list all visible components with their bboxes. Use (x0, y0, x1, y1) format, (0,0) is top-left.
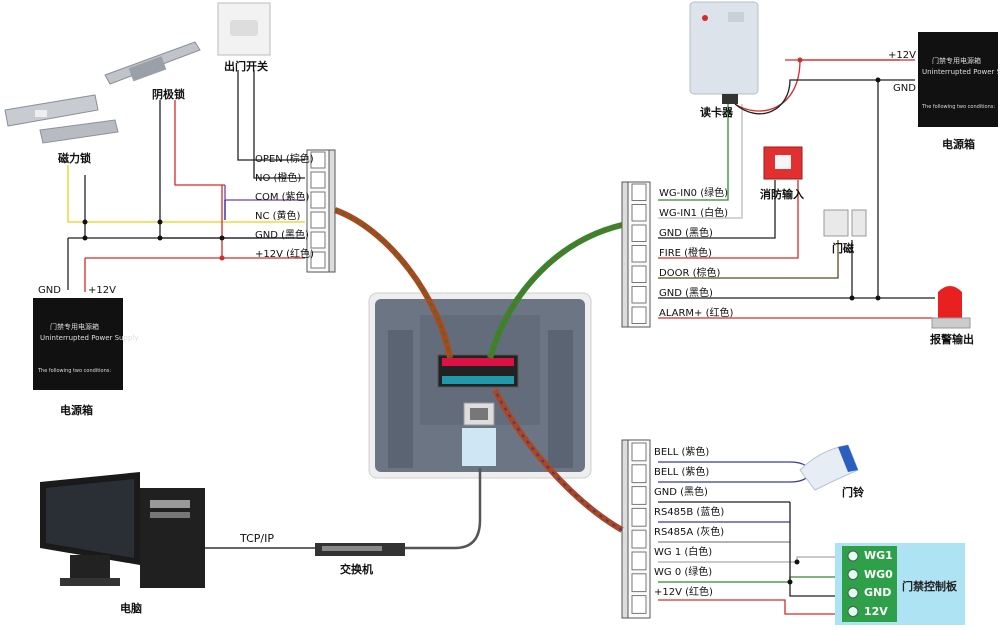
terminal-screw (631, 595, 647, 614)
fire-alarm-icon (763, 146, 803, 180)
terminal-screw (310, 171, 326, 189)
doorbell-label: 门铃 (842, 486, 864, 499)
right-top-terminal-label: ALARM+ (红色) (659, 308, 734, 319)
left-psu-title: 门禁专用电源箱 (50, 323, 99, 331)
terminal-screw (631, 265, 647, 283)
doorbell-icon (799, 444, 859, 491)
computer-icon (40, 472, 205, 588)
terminal-screw (631, 442, 647, 462)
left-psu-icon (33, 298, 123, 390)
right-psu-12v-label: +12V (888, 50, 916, 61)
door-sensor-icon (823, 209, 867, 237)
pin-header (442, 358, 514, 384)
terminal-screw (631, 183, 647, 201)
right-top-wires (658, 59, 935, 319)
terminal-screw (631, 286, 647, 304)
left-psu-note: The following two conditions: (38, 368, 112, 374)
board-screw-icon (847, 606, 859, 617)
right-bottom-terminal-label: BELL (紫色) (654, 467, 710, 478)
strike-lock-label: 阴极锁 (152, 88, 185, 101)
board-pin-label: 12V (864, 604, 888, 618)
right-bottom-terminal-label: GND (黑色) (654, 487, 708, 498)
door-sensor-label: 门磁 (832, 242, 854, 255)
left-terminal-label: NO (橙色) (255, 173, 302, 184)
board-pin-label: WG1 (864, 549, 893, 562)
exit-switch-icon (217, 2, 271, 56)
right-psu-subtitle: Uninterrupted Power Supply (922, 68, 1000, 76)
control-board-label: 门禁控制板 (902, 580, 957, 593)
left-terminal-label: GND (黑色) (255, 230, 309, 241)
left-terminal-label: OPEN (棕色) (255, 154, 314, 165)
network-cable-icon (462, 428, 496, 466)
board-screw-icon (847, 569, 859, 580)
network-switch-icon (315, 543, 405, 556)
alarm-light-icon (931, 286, 971, 329)
terminal-screw (631, 507, 647, 527)
left-psu-gnd-label: GND (38, 285, 61, 296)
terminal-screw (631, 306, 647, 324)
terminal-screw (631, 224, 647, 242)
mag-lock-label: 磁力锁 (58, 152, 91, 165)
terminal-screw (310, 251, 326, 269)
terminal-screw (310, 151, 326, 169)
mag-lock-icon (4, 94, 119, 144)
right-bottom-terminal-label: WG 1 (白色) (654, 547, 713, 558)
right-top-terminal-label: FIRE (橙色) (659, 248, 712, 259)
right-bottom-terminal-label: WG 0 (绿色) (654, 567, 713, 578)
left-terminal-label: +12V (红色) (255, 249, 314, 260)
right-top-terminal-label: WG-IN1 (白色) (659, 208, 729, 219)
terminal-screw (631, 464, 647, 484)
board-screw-icon (847, 550, 859, 562)
terminal-screw (310, 231, 326, 249)
right-psu-icon (918, 32, 998, 127)
fire-input-label: 消防输入 (760, 188, 804, 201)
terminal-screw (310, 191, 326, 209)
terminal-screw (310, 211, 326, 229)
alarm-output-label: 报警输出 (930, 333, 974, 346)
left-psu-subtitle: Uninterrupted Power Supply (40, 334, 139, 342)
right-bottom-terminal-block (621, 439, 651, 619)
board-screw-icon (847, 587, 859, 599)
right-top-terminal-label: GND (黑色) (659, 228, 713, 239)
right-top-terminal-label: WG-IN0 (绿色) (659, 188, 729, 199)
card-reader-icon (689, 1, 759, 104)
right-bottom-terminal-label: BELL (紫色) (654, 447, 710, 458)
right-psu-gnd-label: GND (893, 83, 916, 94)
tcp-ip-label: TCP/IP (240, 532, 274, 545)
right-bottom-terminal-label: RS485B (蓝色) (654, 507, 725, 518)
right-top-terminal-block (621, 181, 651, 328)
strike-lock-icon (104, 41, 201, 85)
right-top-terminal-label: DOOR (棕色) (659, 268, 721, 279)
terminal-screw (631, 486, 647, 505)
access-control-unit (368, 292, 592, 479)
right-bottom-wires (658, 461, 845, 615)
right-psu-note: The following two conditions: (922, 104, 996, 110)
left-terminal-label: NC (黄色) (255, 211, 301, 222)
left-psu-label: 电源箱 (60, 404, 93, 417)
left-terminal-label: COM (紫色) (255, 192, 310, 203)
network-cable (405, 468, 482, 550)
terminal-screw (631, 204, 647, 222)
terminal-screw (631, 573, 647, 593)
terminal-screw (631, 529, 647, 549)
switch-label: 交换机 (340, 563, 373, 576)
board-pin-label: GND (864, 586, 892, 599)
left-psu-12v-label: +12V (88, 285, 116, 296)
terminal-screw (631, 245, 647, 263)
terminal-screw (631, 551, 647, 571)
computer-label: 电脑 (120, 602, 142, 615)
control-board (835, 543, 965, 625)
right-bottom-terminal-label: +12V (红色) (654, 587, 713, 598)
right-bottom-terminal-label: RS485A (灰色) (654, 527, 725, 538)
right-psu-title: 门禁专用电源箱 (932, 57, 981, 65)
right-top-terminal-label: GND (黑色) (659, 288, 713, 299)
exit-switch-label: 出门开关 (224, 60, 268, 73)
right-psu-label: 电源箱 (942, 138, 975, 151)
card-reader-label: 读卡器 (700, 106, 733, 119)
board-pin-label: WG0 (864, 567, 893, 581)
